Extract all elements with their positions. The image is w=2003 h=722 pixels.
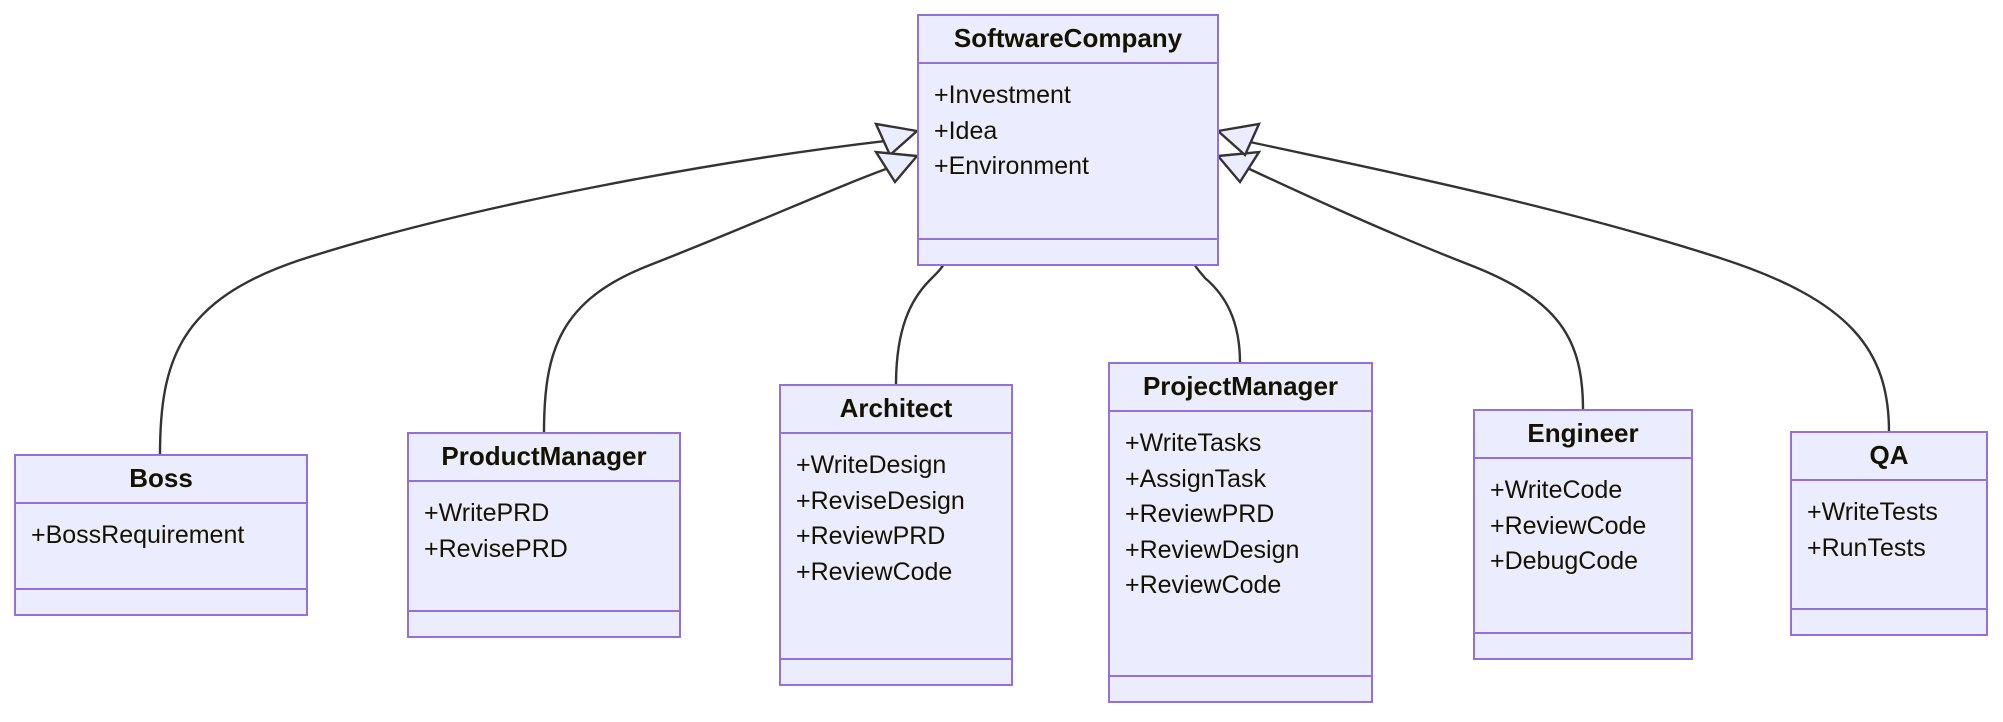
attribute-row: +ReviewCode	[1490, 511, 1647, 540]
attribute-row: +Investment	[934, 81, 1071, 110]
attribute-row: +ReviewCode	[1125, 571, 1282, 600]
attribute-row: +BossRequirement	[31, 521, 245, 550]
edge-projectmanager-to-softwarecompany	[1191, 261, 1242, 364]
class-attributes-qa: +WriteTests +RunTests	[1792, 481, 1986, 610]
class-methods-projectmanager	[1110, 677, 1371, 701]
attribute-row: +WriteTests	[1807, 498, 1938, 527]
class-title-productmanager: ProductManager	[409, 434, 679, 483]
class-attributes-engineer: +WriteCode +ReviewCode +DebugCode	[1475, 459, 1691, 634]
attribute-row: +Idea	[934, 116, 998, 145]
class-title-projectmanager: ProjectManager	[1110, 364, 1371, 413]
attribute-row: +RevisePRD	[424, 534, 568, 563]
attribute-row: +ReviewCode	[796, 557, 953, 586]
class-attributes-projectmanager: +WriteTasks +AssignTask +ReviewPRD +Revi…	[1110, 412, 1371, 677]
class-methods-qa	[1792, 610, 1986, 634]
attribute-row: +RunTests	[1807, 533, 1926, 562]
class-title-engineer: Engineer	[1475, 411, 1691, 460]
attribute-row: +Environment	[934, 152, 1089, 181]
class-node-productmanager[interactable]: ProductManager +WritePRD +RevisePRD	[407, 432, 681, 638]
attribute-row: +WriteTasks	[1125, 429, 1262, 458]
class-node-projectmanager[interactable]: ProjectManager +WriteTasks +AssignTask +…	[1108, 362, 1373, 703]
attribute-row: +WriteDesign	[796, 451, 947, 480]
class-methods-engineer	[1475, 634, 1691, 658]
edge-architect-to-softwarecompany	[894, 261, 947, 386]
arrowhead-engineer	[1215, 150, 1262, 185]
class-methods-boss	[16, 590, 306, 614]
class-attributes-productmanager: +WritePRD +RevisePRD	[409, 482, 679, 612]
class-node-qa[interactable]: QA +WriteTests +RunTests	[1790, 431, 1988, 636]
attribute-row: +ReviewPRD	[796, 522, 946, 551]
class-node-architect[interactable]: Architect +WriteDesign +ReviseDesign +Re…	[779, 384, 1013, 686]
attribute-row: +ReviewPRD	[1125, 500, 1275, 529]
class-attributes-softwarecompany: +Investment +Idea +Environment	[919, 64, 1217, 240]
class-title-qa: QA	[1792, 433, 1986, 482]
attribute-row: +ReviewDesign	[1125, 535, 1300, 564]
arrowhead-boss	[873, 122, 920, 157]
attribute-row: +AssignTask	[1125, 464, 1267, 493]
class-node-boss[interactable]: Boss +BossRequirement	[14, 454, 308, 616]
arrowhead-qa	[1215, 122, 1262, 157]
attribute-row: +WriteCode	[1490, 476, 1623, 505]
class-title-boss: Boss	[16, 456, 306, 505]
class-node-softwarecompany[interactable]: SoftwareCompany +Investment +Idea +Envir…	[917, 14, 1219, 266]
class-methods-productmanager	[409, 612, 679, 636]
attribute-row: +DebugCode	[1490, 547, 1639, 576]
class-node-engineer[interactable]: Engineer +WriteCode +ReviewCode +DebugCo…	[1473, 409, 1693, 660]
class-methods-architect	[781, 660, 1011, 684]
class-methods-softwarecompany	[919, 240, 1217, 264]
class-title-architect: Architect	[781, 386, 1011, 435]
attribute-row: +WritePRD	[424, 499, 550, 528]
arrowhead-productmanager	[873, 150, 920, 185]
class-title-softwarecompany: SoftwareCompany	[919, 16, 1217, 65]
attribute-row: +ReviseDesign	[796, 486, 965, 515]
class-attributes-architect: +WriteDesign +ReviseDesign +ReviewPRD +R…	[781, 434, 1011, 660]
class-attributes-boss: +BossRequirement	[16, 504, 306, 590]
